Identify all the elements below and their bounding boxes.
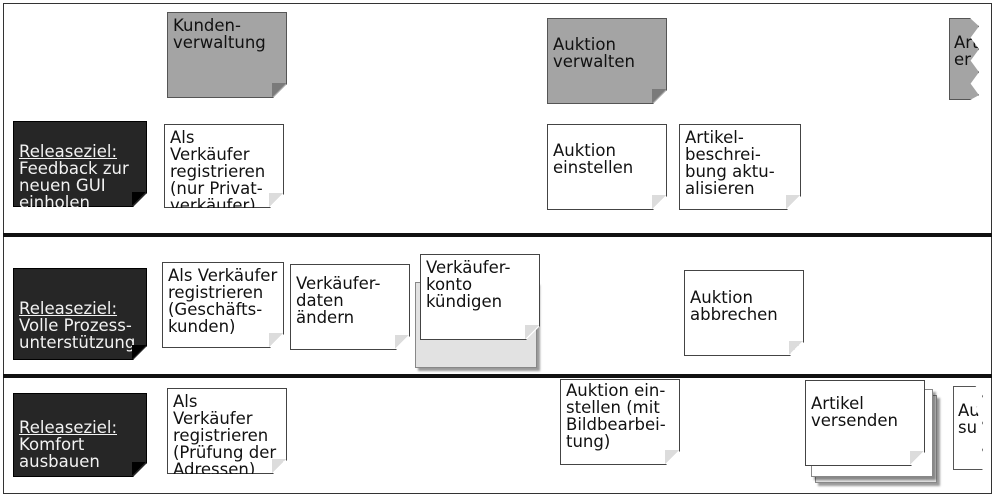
release-3-goal-text: Komfort ausbauen — [19, 435, 100, 471]
release-1-story-auktion-einstellen: Auktion einstellen — [547, 124, 667, 210]
release-2-goal-text: Volle Prozess- unterstützung — [19, 316, 136, 352]
release-3-story-auktion-einstellen-bild: Auktion ein- stellen (mit Bildbearbei- t… — [560, 379, 680, 465]
release-3-story-artikel-versenden: Artikel versenden — [805, 380, 925, 466]
release-divider-2 — [3, 374, 992, 378]
release-1-story-artikelbeschreibung: Artikel- beschrei- bung aktu- alisieren — [679, 124, 801, 210]
story-map-frame — [3, 3, 992, 494]
release-2-story-verkaeuferdaten-aendern: Verkäufer- daten ändern — [290, 264, 410, 350]
release-1-goal-note: Releaseziel:Feedback zur neuen GUI einho… — [13, 121, 147, 207]
release-2-story-auktion-abbrechen: Auktion abbrechen — [684, 270, 804, 356]
release-1-story-verkaeufer-registrieren: Als Verkäufer registrieren (nur Privat- … — [164, 124, 284, 208]
release-2-story-verkaeufer-registrieren: Als Verkäufer registrieren (Geschäfts- k… — [162, 262, 284, 348]
release-1-goal-text: Feedback zur neuen GUI einholen — [19, 159, 129, 212]
release-3-story-verkaeufer-registrieren: Als Verkäufer registrieren (Prüfung der … — [167, 388, 287, 474]
release-3-story-cut: Au su — [953, 386, 983, 470]
release-divider-1 — [3, 233, 992, 237]
epic-note-kundenverwaltung: Kunden- verwaltung — [167, 12, 287, 98]
epic-note-auktion-verwalten: Auktion verwalten — [547, 18, 667, 104]
release-3-goal-title: Releaseziel: — [19, 418, 118, 437]
release-2-story-verkaeuferkonto-kuendigen: Verkäufer- konto kündigen — [420, 254, 540, 340]
release-2-goal-note: Releaseziel:Volle Prozess- unterstützung — [13, 268, 147, 360]
release-2-goal-title: Releaseziel: — [19, 299, 118, 318]
release-1-goal-title: Releaseziel: — [19, 142, 118, 161]
release-3-goal-note: Releaseziel:Komfort ausbauen — [13, 393, 147, 477]
